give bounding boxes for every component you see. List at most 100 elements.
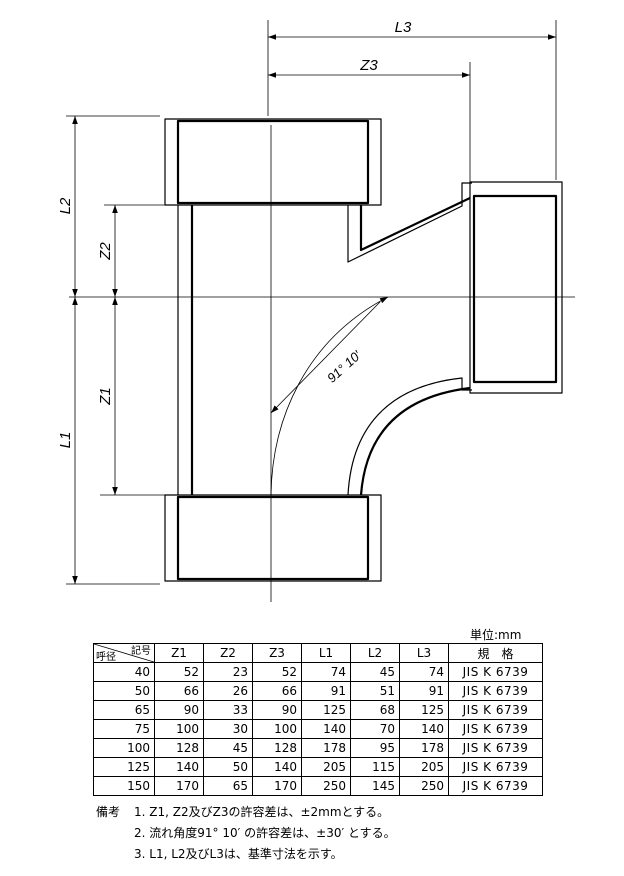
dimension-cell: 45	[350, 662, 400, 682]
dimension-cell: 170	[252, 776, 302, 796]
pipe-tee-outline	[164, 118, 563, 582]
dimension-cell: 205	[301, 757, 351, 777]
dimension-lines	[72, 34, 556, 584]
note-row: 2. 流れ角度91° 10′ の許容差は、±30′ とする。	[96, 823, 396, 844]
dimension-cell: 50	[203, 757, 253, 777]
dim-label-L3: L3	[395, 19, 412, 36]
dimension-cell: 125	[301, 700, 351, 720]
pipe-fitting-drawing: L3 Z3 L2 Z2 Z1 L1 91° 10′	[57, 19, 575, 602]
nominal-size-cell: 75	[93, 719, 155, 739]
dimension-cell: 66	[252, 681, 302, 701]
note-item: 2. 流れ角度91° 10′ の許容差は、±30′ とする。	[134, 826, 396, 840]
bottom-socket	[164, 494, 382, 582]
dimension-cell: 178	[399, 738, 449, 758]
nominal-size-cell: 40	[93, 662, 155, 682]
corner-label-size: 呼径	[96, 652, 116, 663]
standard-cell: JIS K 6739	[448, 738, 543, 758]
dimension-cell: 250	[301, 776, 351, 796]
col-header-z2: Z2	[203, 643, 253, 663]
standard-cell: JIS K 6739	[448, 719, 543, 739]
standard-cell: JIS K 6739	[448, 700, 543, 720]
dim-label-Z1: Z1	[97, 387, 114, 406]
dimension-cell: 52	[252, 662, 302, 682]
nominal-size-cell: 150	[93, 776, 155, 796]
notes-heading: 備考	[96, 805, 121, 819]
note-row: 3. L1, L2及びL3は、基準寸法を示す。	[96, 844, 396, 865]
col-header-l2: L2	[350, 643, 400, 663]
nominal-size-cell: 100	[93, 738, 155, 758]
dimension-cell: 68	[350, 700, 400, 720]
dimension-cell: 70	[350, 719, 400, 739]
dim-label-Z2: Z2	[97, 242, 114, 261]
dim-label-Z3: Z3	[359, 57, 378, 74]
dimension-cell: 250	[399, 776, 449, 796]
dimension-cell: 45	[203, 738, 253, 758]
dimension-cell: 125	[399, 700, 449, 720]
note-item: 3. L1, L2及びL3は、基準寸法を示す。	[134, 847, 343, 861]
flow-angle-arc	[270, 296, 389, 496]
dimension-cell: 65	[203, 776, 253, 796]
extension-lines	[66, 20, 557, 585]
dimension-cell: 128	[154, 738, 204, 758]
dimension-cell: 145	[350, 776, 400, 796]
dimension-cell: 90	[154, 700, 204, 720]
dimension-cell: 91	[399, 681, 449, 701]
dimension-cell: 140	[154, 757, 204, 777]
dimension-cell: 23	[203, 662, 253, 682]
notes-block: 備考 1. Z1, Z2及びZ3の許容差は、±2mmとする。 2. 流れ角度91°…	[96, 802, 396, 865]
dimension-cell: 170	[154, 776, 204, 796]
dimension-cell: 100	[154, 719, 204, 739]
dimension-cell: 178	[301, 738, 351, 758]
corner-label-symbol: 記号	[131, 646, 151, 657]
nominal-size-cell: 50	[93, 681, 155, 701]
dimension-cell: 115	[350, 757, 400, 777]
dimension-cell: 30	[203, 719, 253, 739]
col-header-l1: L1	[301, 643, 351, 663]
dimension-cell: 51	[350, 681, 400, 701]
dimension-cell: 140	[252, 757, 302, 777]
dimension-cell: 205	[399, 757, 449, 777]
dimension-cell: 95	[350, 738, 400, 758]
standard-cell: JIS K 6739	[448, 776, 543, 796]
table-header-row: 記号 呼径 Z1 Z2 Z3 L1 L2 L3 規 格	[93, 643, 543, 663]
col-header-z3: Z3	[252, 643, 302, 663]
dimension-cell: 90	[252, 700, 302, 720]
col-header-z1: Z1	[154, 643, 204, 663]
col-header-standard: 規 格	[448, 643, 543, 663]
corner-diagonal	[94, 644, 154, 662]
dimension-cell: 52	[154, 662, 204, 682]
unit-label: 単位:mm	[470, 628, 522, 642]
dim-label-L2: L2	[57, 197, 74, 214]
nominal-size-cell: 125	[93, 757, 155, 777]
dimension-cell: 33	[203, 700, 253, 720]
standard-cell: JIS K 6739	[448, 662, 543, 682]
dimension-cell: 140	[399, 719, 449, 739]
dimension-cell: 74	[399, 662, 449, 682]
standard-cell: JIS K 6739	[448, 757, 543, 777]
standard-cell: JIS K 6739	[448, 681, 543, 701]
table-corner-cell: 記号 呼径	[93, 643, 155, 663]
dimension-cell: 140	[301, 719, 351, 739]
col-header-l3: L3	[399, 643, 449, 663]
dimension-cell: 66	[154, 681, 204, 701]
nominal-size-cell: 65	[93, 700, 155, 720]
top-socket	[164, 118, 382, 206]
dimension-cell: 91	[301, 681, 351, 701]
dimension-cell: 26	[203, 681, 253, 701]
dimension-cell: 100	[252, 719, 302, 739]
dimension-cell: 74	[301, 662, 351, 682]
right-socket	[469, 181, 563, 394]
note-item: 1. Z1, Z2及びZ3の許容差は、±2mmとする。	[134, 805, 390, 819]
note-row: 備考 1. Z1, Z2及びZ3の許容差は、±2mmとする。	[96, 802, 396, 823]
dim-label-L1: L1	[57, 432, 74, 449]
dimension-cell: 128	[252, 738, 302, 758]
